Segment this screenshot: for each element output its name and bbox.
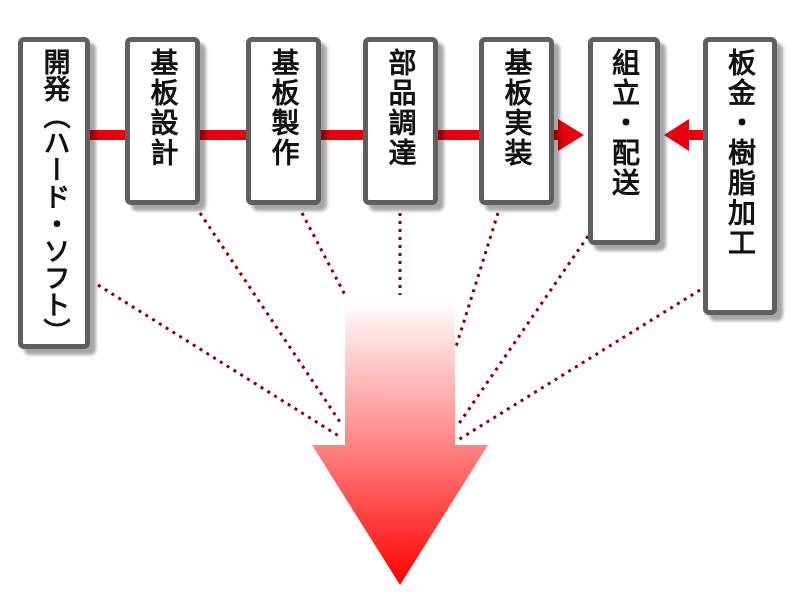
process-box-assembly-delivery: 組立・配送 (588, 37, 660, 245)
process-box-sheet-metal-resin: 板金・樹脂加工 (703, 37, 777, 315)
convergence-arrow (312, 300, 488, 585)
process-box-pcb-mounting: 基板実装 (479, 37, 554, 205)
process-label-development: 開発（ハード・ソフト） (38, 48, 70, 345)
dotted-line-pcb-fab (300, 212, 347, 296)
flow-connector-sheet-metal (688, 130, 705, 140)
process-label-pcb-mounting: 基板実装 (500, 48, 534, 168)
flow-connector-line (90, 130, 560, 140)
process-label-parts-procurement: 部品調達 (384, 48, 418, 168)
process-label-sheet-metal-resin: 板金・樹脂加工 (724, 48, 757, 258)
dotted-line-assembly (456, 235, 590, 426)
process-box-pcb-design: 基板設計 (125, 37, 200, 205)
dotted-line-pcb-mount (453, 212, 500, 351)
process-box-pcb-fabrication: 基板製作 (246, 37, 321, 205)
dotted-line-pcb-design (198, 212, 344, 426)
process-box-development: 開発（ハード・ソフト） (18, 37, 90, 349)
process-label-assembly-delivery: 組立・配送 (608, 48, 641, 198)
process-label-pcb-fabrication: 基板製作 (267, 48, 301, 168)
dotted-line-dev (97, 283, 343, 440)
flow-arrowhead-left (664, 119, 689, 151)
flow-arrowhead-right (558, 119, 584, 151)
dotted-line-sheet-metal (457, 288, 701, 442)
process-label-pcb-design: 基板設計 (146, 48, 180, 168)
process-box-parts-procurement: 部品調達 (363, 37, 438, 205)
